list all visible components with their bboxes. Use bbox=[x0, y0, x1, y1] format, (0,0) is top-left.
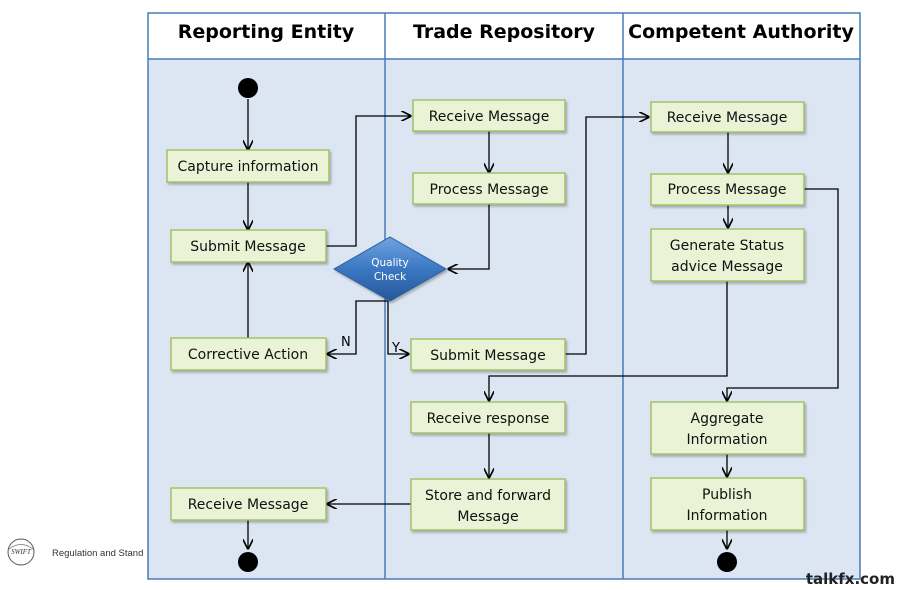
edge-generate-to-receive-response bbox=[489, 281, 728, 401]
node-publish-information-line2: Information bbox=[686, 508, 767, 524]
action-boxes: Capture information Submit Message Corre… bbox=[166, 99, 805, 531]
decision-label-line2: Check bbox=[374, 271, 407, 283]
lane-title-competent-authority: Competent Authority bbox=[628, 21, 854, 43]
node-process-message-ca-label: Process Message bbox=[668, 182, 787, 198]
node-receive-message-tr-label: Receive Message bbox=[429, 109, 550, 125]
node-receive-response: Receive response bbox=[410, 401, 566, 434]
node-receive-message-re: Receive Message bbox=[170, 487, 327, 521]
node-receive-message-re-label: Receive Message bbox=[188, 497, 309, 513]
node-process-message-ca: Process Message bbox=[650, 173, 805, 206]
terminal-nodes bbox=[238, 78, 737, 572]
node-capture-information: Capture information bbox=[166, 149, 330, 183]
node-publish-information-line1: Publish bbox=[702, 487, 752, 503]
node-generate-status-line1: Generate Status bbox=[670, 238, 784, 254]
edge-quality-no bbox=[327, 300, 388, 354]
node-capture-information-label: Capture information bbox=[178, 159, 319, 175]
node-publish-information: Publish Information bbox=[650, 477, 805, 531]
decision-label-line1: Quality bbox=[371, 257, 409, 269]
node-aggregate-information-line1: Aggregate bbox=[691, 411, 764, 427]
lane-title-reporting-entity: Reporting Entity bbox=[178, 21, 355, 43]
node-aggregate-information: Aggregate Information bbox=[650, 401, 805, 455]
node-corrective-action-label: Corrective Action bbox=[188, 347, 308, 363]
node-generate-status-line2: advice Message bbox=[671, 259, 783, 275]
edge-tr-submit-to-ca-receive bbox=[565, 117, 649, 355]
swift-logo: SWIFT bbox=[7, 538, 35, 566]
node-corrective-action: Corrective Action bbox=[170, 337, 327, 371]
node-receive-message-tr: Receive Message bbox=[412, 99, 566, 132]
node-submit-message-re-label: Submit Message bbox=[190, 239, 305, 255]
start-node bbox=[238, 78, 258, 98]
edge-label-yes: Y bbox=[391, 341, 400, 356]
node-receive-response-label: Receive response bbox=[427, 411, 550, 427]
edge-process-to-aggregate bbox=[727, 188, 839, 401]
footer: SWIFT Regulation and Stand bbox=[7, 538, 143, 566]
node-process-message-tr-label: Process Message bbox=[430, 182, 549, 198]
decision-quality-check: Quality Check bbox=[332, 236, 448, 302]
lanes-outer-border bbox=[147, 12, 861, 580]
node-process-message-tr: Process Message bbox=[412, 172, 566, 205]
node-receive-message-ca-label: Receive Message bbox=[667, 110, 788, 126]
node-receive-message-ca: Receive Message bbox=[650, 101, 805, 133]
swimlanes: Reporting Entity Trade Repository Compet… bbox=[147, 12, 861, 580]
node-generate-status: Generate Status advice Message bbox=[650, 228, 805, 282]
edge-label-no: N bbox=[341, 335, 351, 350]
node-store-and-forward-line1: Store and forward bbox=[425, 488, 551, 504]
edge-submit-to-tr-receive bbox=[326, 116, 411, 247]
node-store-and-forward-line2: Message bbox=[457, 509, 518, 525]
node-submit-message-tr: Submit Message bbox=[410, 338, 566, 371]
watermark: talkfx.com bbox=[806, 570, 895, 588]
lane-header-row bbox=[148, 13, 860, 59]
swift-logo-text: SWIFT bbox=[11, 548, 32, 556]
footer-caption: Regulation and Stand bbox=[52, 548, 143, 559]
node-aggregate-information-line2: Information bbox=[686, 432, 767, 448]
end-node-reporting-entity bbox=[238, 552, 258, 572]
edge-quality-yes bbox=[387, 301, 409, 354]
lane-title-trade-repository: Trade Repository bbox=[413, 21, 596, 43]
edge-process-to-quality bbox=[448, 204, 490, 269]
node-store-and-forward: Store and forward Message bbox=[410, 478, 566, 531]
node-submit-message-re: Submit Message bbox=[170, 229, 327, 263]
connectors: N Y bbox=[248, 99, 839, 549]
end-node-competent-authority bbox=[717, 552, 737, 572]
node-submit-message-tr-label: Submit Message bbox=[430, 348, 545, 364]
